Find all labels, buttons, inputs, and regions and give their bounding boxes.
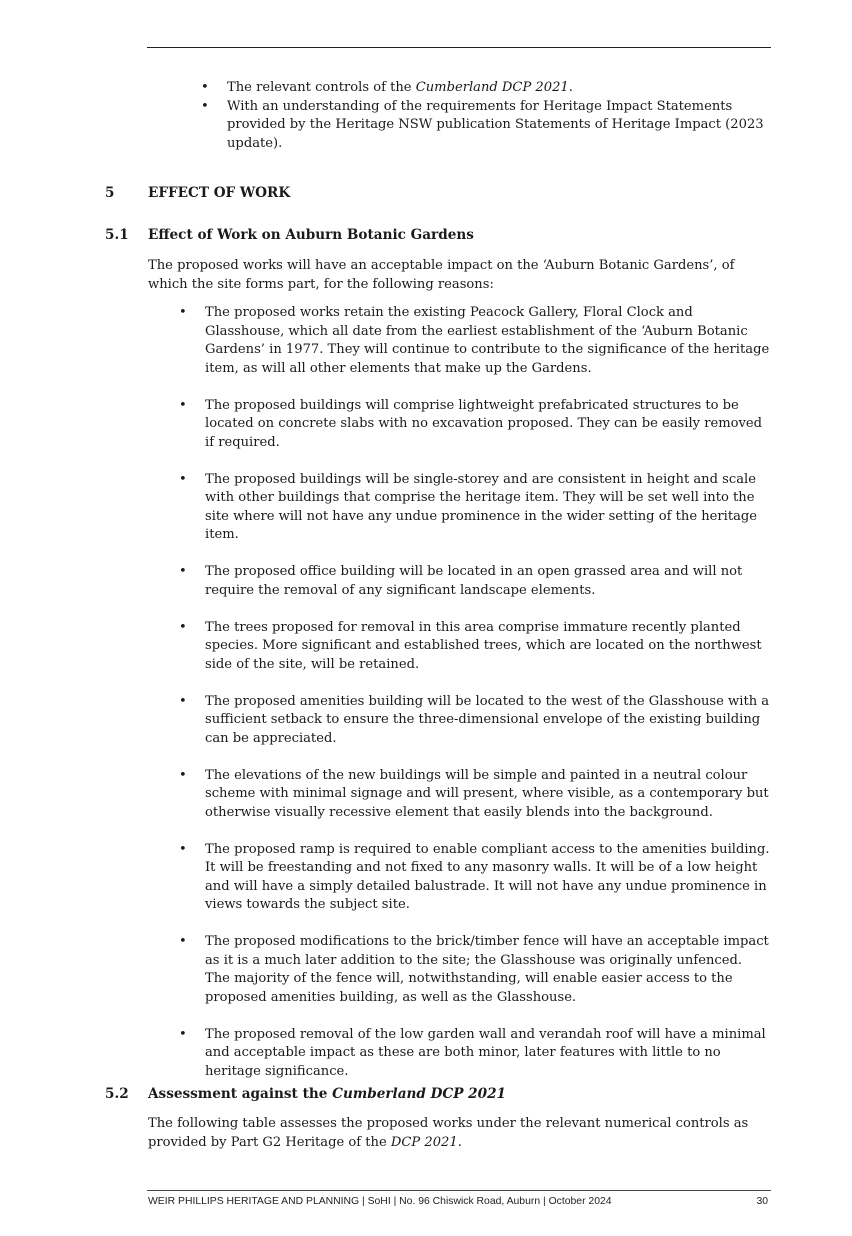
bullet-icon: • bbox=[179, 564, 187, 579]
list-item: •The trees proposed for removal in this … bbox=[179, 619, 762, 672]
intro-bullet-list: •The relevant controls of the Cumberland… bbox=[201, 79, 767, 153]
section-5-2-number: 5.2 bbox=[105, 1086, 129, 1102]
bullet-icon: • bbox=[179, 471, 187, 487]
bullet-icon: • bbox=[179, 767, 187, 783]
page-footer: WEIR PHILLIPS HERITAGE AND PLANNING | So… bbox=[148, 1195, 768, 1209]
section-5-2-text: The following table assesses the propose… bbox=[148, 1116, 749, 1150]
bullet-icon: • bbox=[179, 693, 187, 709]
list-item: •The proposed removal of the low garden … bbox=[179, 1026, 766, 1079]
bullet-icon: • bbox=[179, 934, 187, 949]
list-item: •The proposed works retain the existing … bbox=[179, 305, 770, 376]
list-item: •The proposed office building will be lo… bbox=[179, 564, 743, 598]
section-5-1-intro: The proposed works will have an acceptab… bbox=[148, 258, 735, 292]
section-5-2-heading: Assessment against the Cumberland DCP 20… bbox=[148, 1086, 507, 1102]
list-item: •The proposed amenities building will be… bbox=[179, 693, 770, 746]
bullet-icon: • bbox=[201, 80, 209, 95]
footer-text: WEIR PHILLIPS HERITAGE AND PLANNING | So… bbox=[148, 1196, 612, 1207]
effects-bullet-list: •The proposed works retain the existing … bbox=[179, 304, 771, 1081]
page-number: 30 bbox=[756, 1196, 768, 1207]
list-item: •The proposed buildings will be single-s… bbox=[179, 471, 758, 543]
bullet-icon: • bbox=[179, 305, 187, 320]
footer-rule bbox=[147, 1190, 771, 1191]
list-item: •The proposed ramp is required to enable… bbox=[179, 841, 770, 913]
header-rule bbox=[147, 47, 771, 48]
bullet-icon: • bbox=[179, 397, 187, 413]
list-item: •With an understanding of the requiremen… bbox=[201, 98, 764, 151]
list-item: •The proposed buildings will comprise li… bbox=[179, 397, 763, 450]
bullet-icon: • bbox=[179, 619, 187, 635]
list-item: •The relevant controls of the Cumberland… bbox=[201, 79, 767, 98]
bullet-icon: • bbox=[179, 1026, 187, 1042]
list-item: •The elevations of the new buildings wil… bbox=[179, 767, 769, 820]
section-5-1-number: 5.1 bbox=[105, 227, 129, 243]
section-5-1-heading: Effect of Work on Auburn Botanic Gardens bbox=[148, 227, 474, 243]
section-5-heading: EFFECT OF WORK bbox=[148, 185, 291, 201]
bullet-icon: • bbox=[179, 841, 187, 857]
bullet-icon: • bbox=[201, 98, 209, 114]
section-5-number: 5 bbox=[105, 185, 115, 201]
list-item: •The proposed modifications to the brick… bbox=[179, 934, 769, 1005]
